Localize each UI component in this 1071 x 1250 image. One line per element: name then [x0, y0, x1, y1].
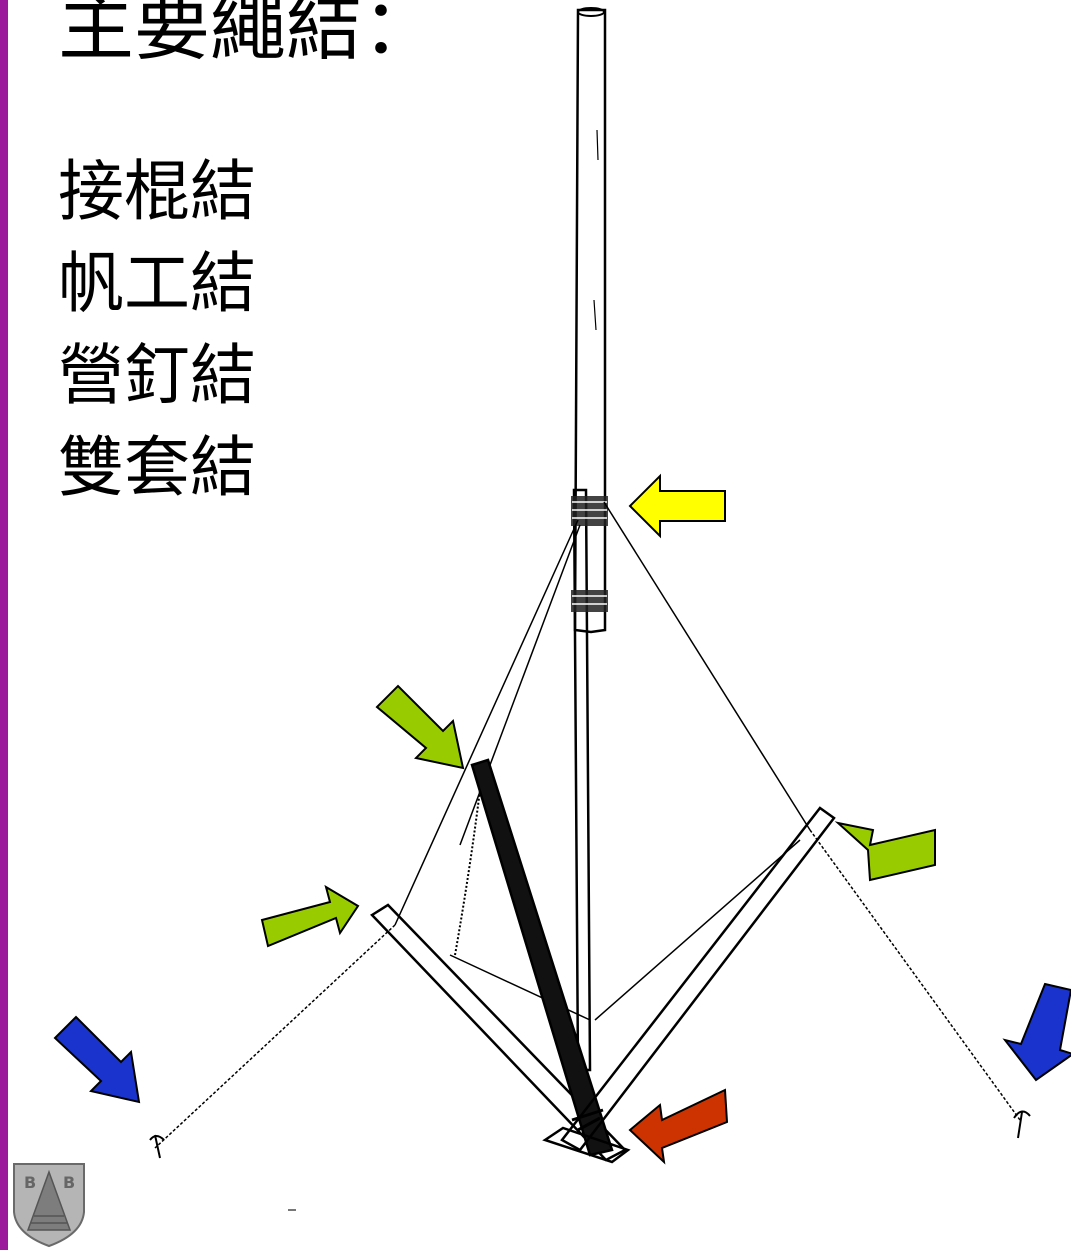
red-arrow-icon	[628, 1088, 729, 1165]
lower-pole	[572, 488, 592, 1072]
green-arrow-icon	[260, 884, 360, 948]
scout-badge-icon: B B	[13, 1163, 85, 1248]
knot-item-clove-hitch: 雙套結	[58, 429, 256, 506]
svg-text:B: B	[24, 1173, 36, 1192]
green-arrow-icon	[834, 821, 936, 882]
knot-item-sailors: 帆工結	[58, 245, 256, 322]
guy-ropes	[154, 501, 1021, 1149]
knot-item-lashing: 接棍結	[58, 153, 256, 230]
green-arrow-icon	[375, 684, 465, 770]
blue-arrow-icon	[1002, 982, 1071, 1082]
yellow-arrow-icon	[628, 473, 726, 539]
knot-item-tent-peg: 營釘結	[58, 337, 256, 414]
tripod-legs	[370, 758, 836, 1164]
pole-lashing	[571, 496, 608, 612]
slide-title: 主要繩結：	[58, 0, 438, 71]
upper-pole	[573, 7, 607, 634]
knot-list: 接棍結 帆工結 營釘結 雙套結	[58, 146, 256, 514]
svg-text:B: B	[63, 1173, 75, 1192]
blue-arrow-icon	[53, 1015, 141, 1104]
side-accent-bar	[0, 0, 8, 1250]
tent-pegs	[149, 1110, 1031, 1159]
